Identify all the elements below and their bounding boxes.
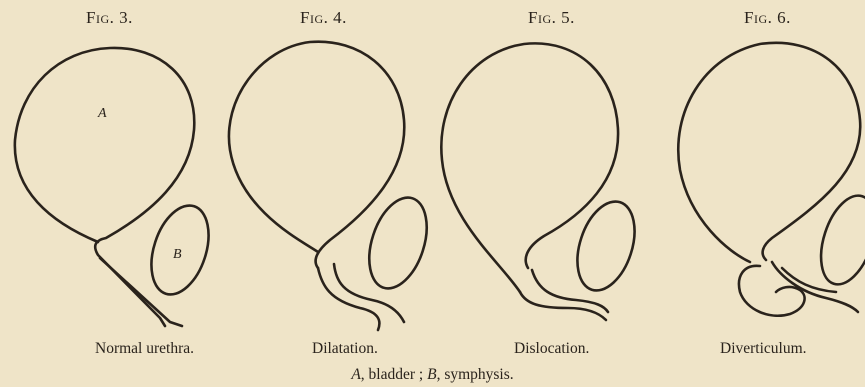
fig6-drawing bbox=[678, 43, 865, 316]
fig3-drawing bbox=[15, 48, 219, 326]
fig4-symphysis bbox=[359, 190, 438, 295]
fig3-bladder-outline bbox=[15, 48, 194, 326]
fig3-title-word: Fig. bbox=[86, 8, 114, 27]
fig4-title-word: Fig. bbox=[300, 8, 328, 27]
fig3-urethra-channel bbox=[100, 258, 182, 326]
fig5-drawing bbox=[441, 43, 645, 320]
fig4-caption: Dilatation. bbox=[312, 340, 378, 358]
symphysis-letter: B bbox=[173, 247, 182, 263]
fig6-title-number: 6. bbox=[777, 8, 791, 27]
fig6-diverticulum bbox=[739, 266, 805, 316]
legend-b-text: , symphysis. bbox=[437, 366, 514, 383]
fig5-bladder-outline bbox=[441, 43, 618, 292]
fig5-title: Fig. 5. bbox=[528, 8, 575, 28]
fig6-symphysis bbox=[811, 189, 865, 291]
legend-a-letter: A bbox=[351, 366, 360, 383]
legend-b-letter: B bbox=[427, 366, 436, 383]
legend: A, bladder ; B, symphysis. bbox=[0, 366, 865, 384]
fig3-title: Fig. 3. bbox=[86, 8, 133, 28]
fig6-bladder-outline bbox=[678, 43, 860, 262]
fig4-bladder-outline bbox=[229, 42, 404, 268]
fig4-drawing bbox=[229, 42, 437, 330]
fig3-title-number: 3. bbox=[119, 8, 133, 27]
fig6-title: Fig. 6. bbox=[744, 8, 791, 28]
fig6-caption: Diverticulum. bbox=[720, 340, 807, 358]
fig4-title: Fig. 4. bbox=[300, 8, 347, 28]
bladder-letter: A bbox=[98, 106, 107, 122]
fig5-title-number: 5. bbox=[561, 8, 575, 27]
fig5-urethra-channel bbox=[520, 270, 608, 320]
fig4-urethra-channel bbox=[318, 264, 404, 330]
fig4-title-number: 4. bbox=[333, 8, 347, 27]
fig5-caption: Dislocation. bbox=[514, 340, 589, 358]
fig6-title-word: Fig. bbox=[744, 8, 772, 27]
fig5-title-word: Fig. bbox=[528, 8, 556, 27]
legend-a-text: , bladder ; bbox=[361, 366, 427, 383]
fig5-symphysis bbox=[567, 194, 645, 298]
fig3-caption: Normal urethra. bbox=[95, 340, 194, 358]
